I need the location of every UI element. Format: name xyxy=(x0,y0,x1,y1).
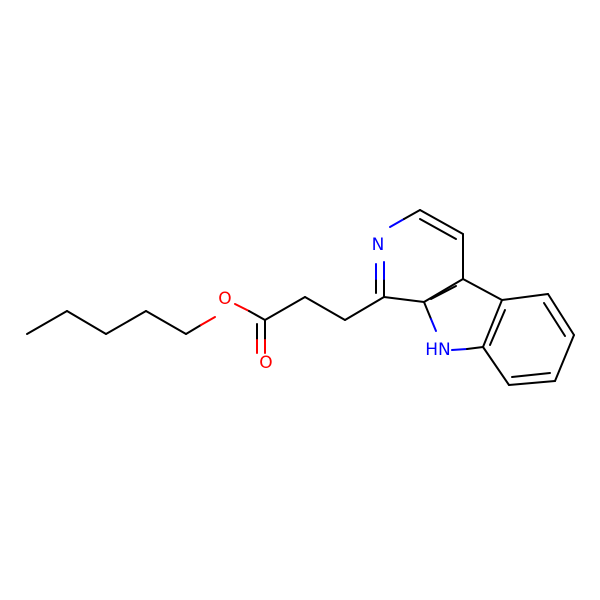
bond-c5-o-red xyxy=(200,316,216,326)
bond-c7-c8 xyxy=(508,380,556,386)
bond-ch2-ch2 xyxy=(304,296,346,321)
bond-c4b-c5 xyxy=(501,293,549,301)
bond-c5-o-black xyxy=(185,324,202,335)
bond-c8a-c4b xyxy=(482,299,503,348)
bond-c5-c6-inner xyxy=(543,302,566,337)
bond-c4a-c9a-inner xyxy=(430,285,457,300)
bond-c3-c4 xyxy=(419,209,464,235)
bond-o-carbonyl-red xyxy=(234,303,250,312)
bond-c2-c3 xyxy=(66,310,107,335)
bond-c9a-nh-black xyxy=(423,301,432,320)
bond-c5-c6 xyxy=(547,293,575,336)
bond-n2-c3-black xyxy=(403,209,421,220)
bond-carbonyl-ch2 xyxy=(264,296,306,321)
bond-o-carbonyl-black xyxy=(248,310,266,321)
bond-c7-c8-inner xyxy=(511,372,551,378)
bond-nh-c8a-blue xyxy=(451,348,468,351)
bond-c9a-c1 xyxy=(383,296,425,303)
bond-c1-c2 xyxy=(26,310,68,335)
bond-n2-c3-blue xyxy=(389,218,405,228)
bond-c3-c4 xyxy=(105,310,147,335)
bond-c4b-c4a xyxy=(462,278,503,301)
atom-label-carbonyl-oxygen: O xyxy=(259,353,272,373)
atom-label-ring-nitrogen: N xyxy=(372,235,385,255)
bond-c9a-nh-blue xyxy=(430,318,437,332)
bond-c3-c4-inner xyxy=(419,218,457,240)
bond-ch2-c1-ring xyxy=(344,296,385,321)
atom-label-ester-oxygen: O xyxy=(218,289,231,309)
bond-c4b-c8a-inner xyxy=(489,309,506,346)
atom-label-indole-nh: HN xyxy=(425,340,451,360)
bond-c4-c5 xyxy=(145,310,187,335)
bond-c6-c7 xyxy=(554,334,575,382)
bond-c8-c8a xyxy=(482,346,510,386)
bond-nh-c8a-black xyxy=(466,346,484,350)
